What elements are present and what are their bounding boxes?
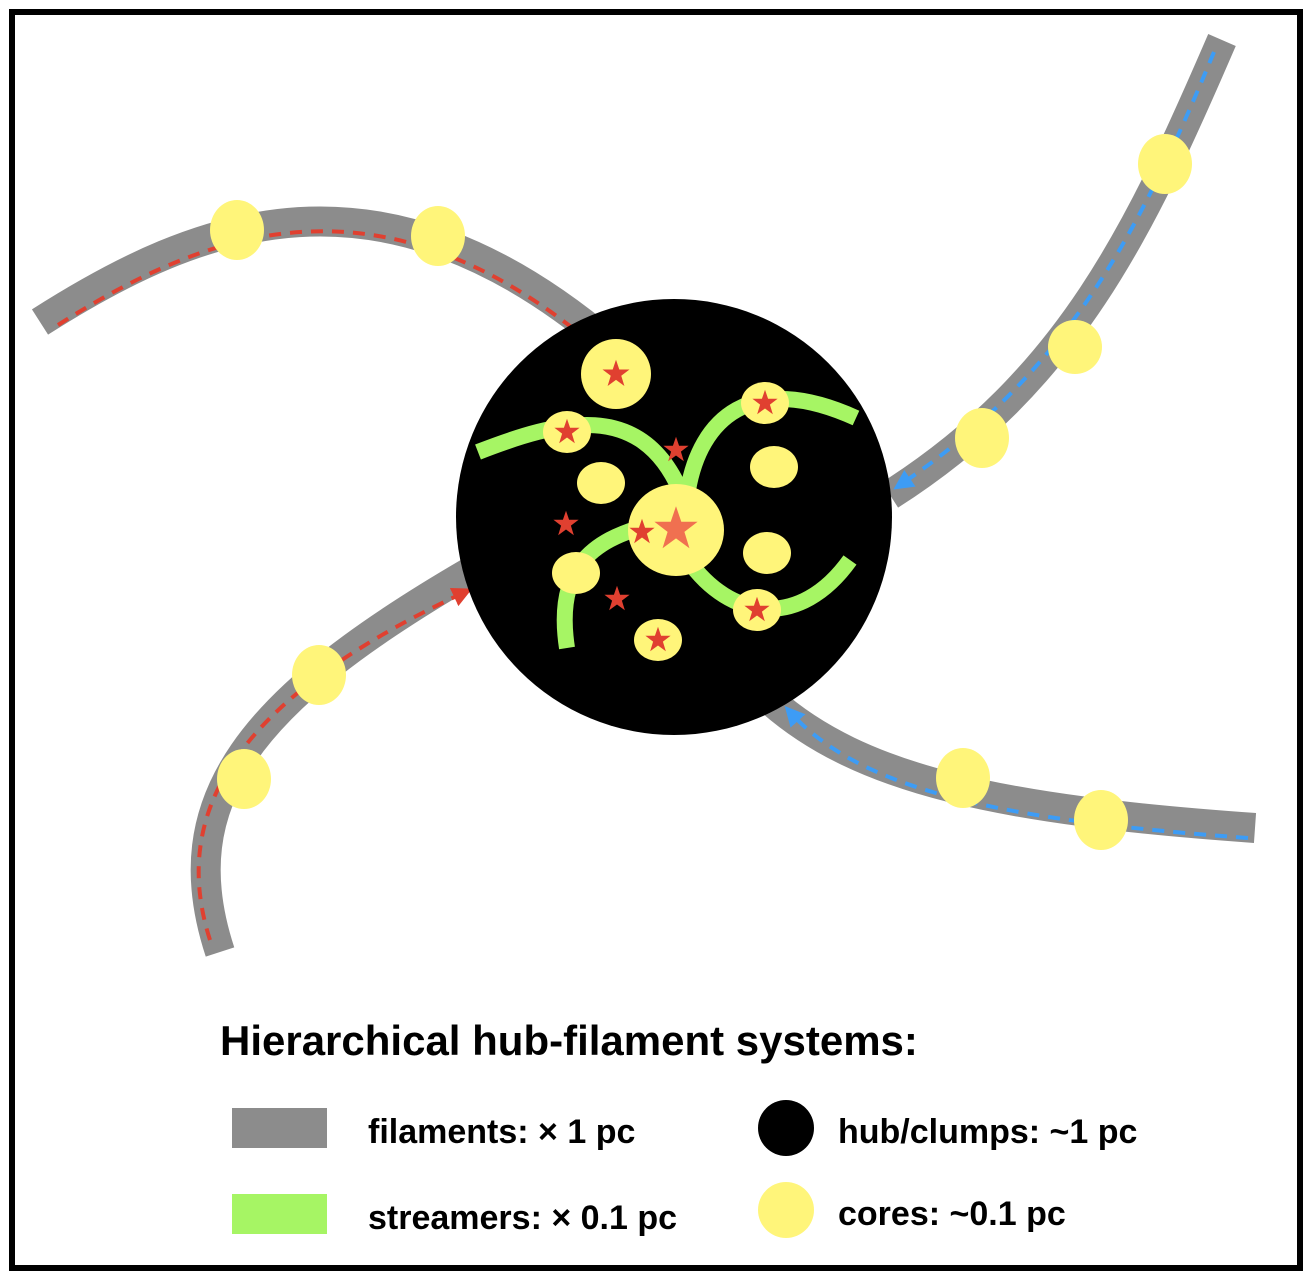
core bbox=[750, 446, 798, 488]
legend-label-cores: cores: ~0.1 pc bbox=[838, 1195, 1066, 1233]
filament-upper-left bbox=[31, 206, 620, 357]
streamer-upper-left bbox=[475, 417, 688, 494]
core bbox=[1048, 320, 1102, 374]
core bbox=[411, 206, 465, 266]
core bbox=[292, 645, 346, 705]
legend-swatch-filaments bbox=[232, 1108, 327, 1148]
core bbox=[743, 532, 791, 574]
core bbox=[217, 749, 271, 809]
filament-cores bbox=[210, 134, 1192, 850]
core bbox=[955, 408, 1009, 468]
legend-title: Hierarchical hub-filament systems: bbox=[220, 1017, 918, 1064]
core bbox=[577, 462, 625, 504]
legend-label-filaments: filaments: × 1 pc bbox=[368, 1113, 635, 1151]
streamer-upper-right bbox=[680, 391, 860, 492]
legend-swatch-hub bbox=[758, 1100, 814, 1156]
core bbox=[936, 748, 990, 808]
legend-label-streamers: streamers: × 0.1 pc bbox=[368, 1199, 677, 1237]
core bbox=[1138, 134, 1192, 194]
core bbox=[210, 200, 264, 260]
legend-label-hub: hub/clumps: ~1 pc bbox=[838, 1113, 1137, 1151]
core bbox=[1074, 790, 1128, 850]
legend-swatch-streamers bbox=[232, 1194, 327, 1234]
core bbox=[552, 552, 600, 594]
legend: Hierarchical hub-filament systems: filam… bbox=[220, 1017, 1137, 1238]
legend-swatch-cores bbox=[758, 1182, 814, 1238]
